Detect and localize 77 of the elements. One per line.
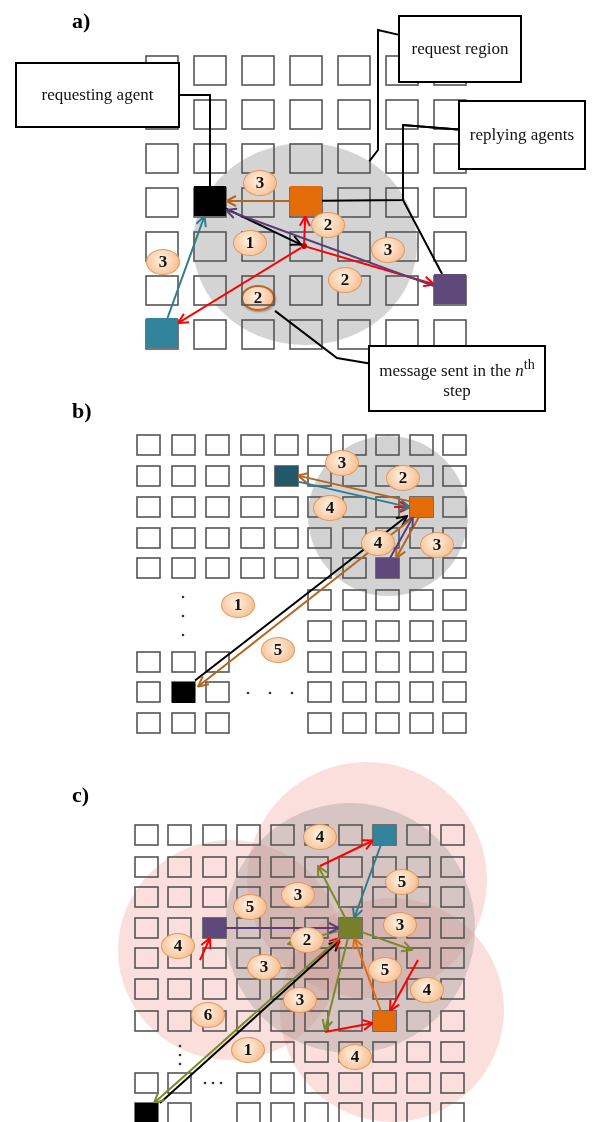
agent-square <box>275 466 298 486</box>
step-badge: 4 <box>161 933 195 959</box>
step-badge: 3 <box>383 912 417 938</box>
panel-label: b) <box>72 398 92 424</box>
step-badge: 3 <box>146 249 180 275</box>
callout-label: replying agents <box>469 124 575 146</box>
step-badge: 3 <box>247 954 281 980</box>
agent-square <box>194 186 226 216</box>
step-badge: 2 <box>328 267 362 293</box>
callout-label: request region <box>411 38 509 60</box>
agent-square <box>376 558 399 578</box>
request-region-circle <box>193 143 417 345</box>
callout-box <box>368 345 546 412</box>
arrow <box>297 471 411 503</box>
step-badge: 1 <box>221 592 255 618</box>
step-badge: 2 <box>386 465 420 491</box>
arrow <box>351 844 382 919</box>
arrow <box>297 480 411 512</box>
step-badge: 4 <box>410 977 444 1003</box>
callout-box <box>458 100 586 170</box>
step-badge: 3 <box>281 882 315 908</box>
callout-box <box>15 62 180 128</box>
arrow <box>177 246 302 325</box>
arrow <box>298 215 311 244</box>
step-badge: 5 <box>368 957 402 983</box>
step-badge: 1 <box>233 230 267 256</box>
callout-label: requesting agent <box>41 84 154 106</box>
step-badge: 3 <box>283 987 317 1013</box>
arrow <box>389 959 419 1012</box>
agent-square <box>135 1103 158 1122</box>
panel-label: c) <box>72 782 90 808</box>
step-badge: 4 <box>361 530 395 556</box>
arrow <box>225 207 302 246</box>
arrow <box>361 931 413 953</box>
agent-square <box>434 274 466 304</box>
step-badge: 4 <box>303 824 337 850</box>
agent-square <box>339 918 362 938</box>
step-badge: 3 <box>243 170 277 196</box>
step-badge: 5 <box>385 869 419 895</box>
arrow <box>319 839 374 867</box>
arrow <box>324 1019 374 1033</box>
step-badge: 5 <box>261 637 295 663</box>
arrow <box>225 922 340 934</box>
agent-square <box>203 918 226 938</box>
arrow <box>306 245 435 288</box>
agent-square <box>172 682 195 703</box>
arrow <box>317 865 347 919</box>
arrow <box>317 937 341 959</box>
step-badge: 2 <box>311 212 345 238</box>
agent-square <box>146 318 178 348</box>
step-badge: 2 <box>290 927 324 953</box>
callout-label: message sent in the n$^{th}$ step <box>378 355 536 402</box>
panel-label: a) <box>72 8 91 34</box>
step-badge: 5 <box>233 894 267 920</box>
arrow <box>395 516 420 559</box>
arrow <box>166 215 207 319</box>
leader-line <box>368 28 399 163</box>
callout-box <box>398 15 522 83</box>
step-badge: 3 <box>371 237 405 263</box>
step-badge: 3 <box>325 450 359 476</box>
step-badge: 3 <box>420 532 454 558</box>
step-badge: 4 <box>313 495 347 521</box>
arrow <box>351 937 382 1012</box>
agent-square <box>410 497 433 517</box>
agent-square <box>373 825 396 845</box>
arrow <box>389 516 414 559</box>
step-badge: 1 <box>231 1037 265 1063</box>
arrow <box>321 937 349 1031</box>
arrow <box>225 195 291 207</box>
arrow <box>225 207 435 288</box>
step-badge: 4 <box>338 1044 372 1070</box>
leader-line <box>402 123 459 275</box>
junction-dot <box>301 243 307 249</box>
arrow <box>199 937 212 961</box>
agent-square <box>373 1011 396 1031</box>
agent-square <box>290 186 322 216</box>
step-badge: 6 <box>191 1002 225 1028</box>
